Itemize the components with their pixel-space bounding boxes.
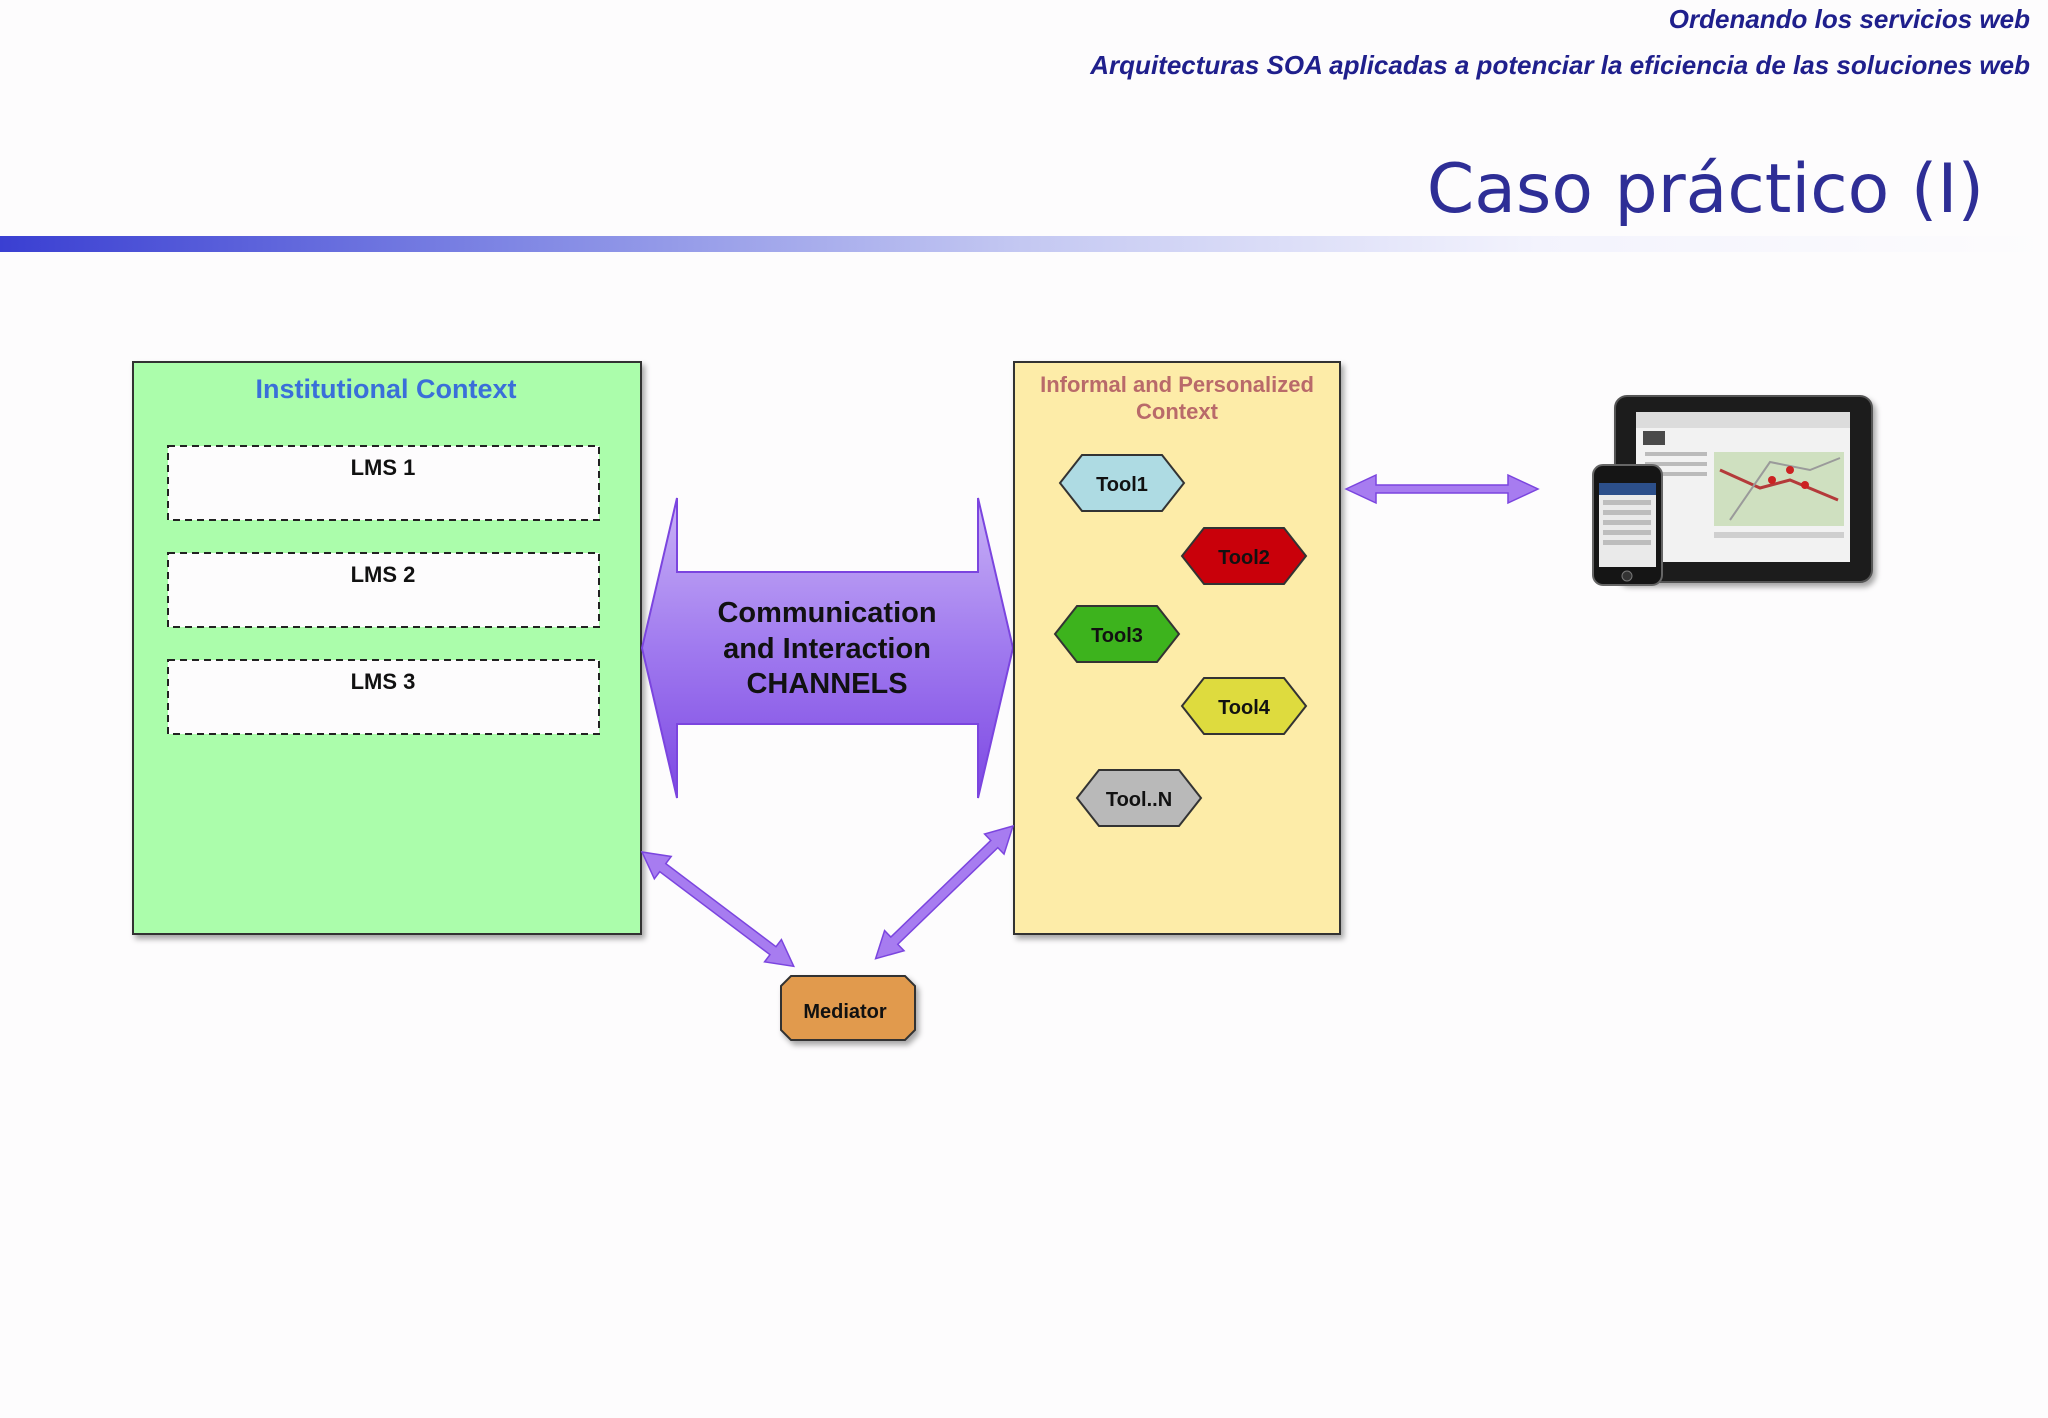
lms-label-1: LMS 1 bbox=[351, 455, 416, 480]
tablet-and-phone-icon bbox=[1592, 395, 1873, 586]
slide-title: Caso práctico (I) bbox=[1426, 150, 1984, 229]
tool-n-label: Tool..N bbox=[1106, 789, 1172, 811]
informal-context-panel: Informal and Personalized Context Tool1 … bbox=[1013, 361, 1341, 935]
mediator-label: Mediator bbox=[803, 1001, 887, 1023]
tool-2-label: Tool2 bbox=[1218, 547, 1270, 569]
mediator-connector-right bbox=[874, 824, 1015, 960]
institutional-context-title: Institutional Context bbox=[256, 374, 517, 404]
lms-box-3: LMS 3 bbox=[167, 659, 600, 735]
mediator-node: Mediator bbox=[780, 975, 916, 1041]
header-line-2: Arquitecturas SOA aplicadas a potenciar … bbox=[1090, 50, 2030, 80]
lms-box-1: LMS 1 bbox=[167, 445, 600, 521]
lms-label-2: LMS 2 bbox=[351, 562, 416, 587]
channels-line-2: and Interaction bbox=[723, 633, 931, 665]
institutional-context-panel: Institutional Context LMS 1 LMS 2 LMS 3 bbox=[132, 361, 642, 935]
tool-4: Tool4 bbox=[1180, 677, 1308, 735]
tool-4-label: Tool4 bbox=[1218, 697, 1271, 719]
tool-1: Tool1 bbox=[1058, 454, 1186, 512]
lms-box-2: LMS 2 bbox=[167, 552, 600, 628]
lms-label-3: LMS 3 bbox=[351, 669, 416, 694]
tool-3: Tool3 bbox=[1053, 605, 1181, 663]
mediator-connector-left bbox=[640, 851, 796, 968]
title-gradient-bar bbox=[0, 236, 2048, 252]
communication-channels-arrow: Communication and Interaction CHANNELS bbox=[640, 497, 1015, 799]
informal-context-title-line-2: Context bbox=[1136, 399, 1219, 424]
devices-connector-arrow bbox=[1344, 473, 1540, 505]
tool-n: Tool..N bbox=[1075, 769, 1203, 827]
tool-2: Tool2 bbox=[1180, 527, 1308, 585]
tool-3-label: Tool3 bbox=[1091, 625, 1143, 647]
tool-1-label: Tool1 bbox=[1096, 474, 1148, 496]
header-line-1: Ordenando los servicios web bbox=[1668, 4, 2030, 34]
channels-line-1: Communication bbox=[717, 597, 936, 629]
channels-line-3: CHANNELS bbox=[746, 668, 907, 700]
informal-context-title-line-1: Informal and Personalized bbox=[1040, 372, 1314, 397]
